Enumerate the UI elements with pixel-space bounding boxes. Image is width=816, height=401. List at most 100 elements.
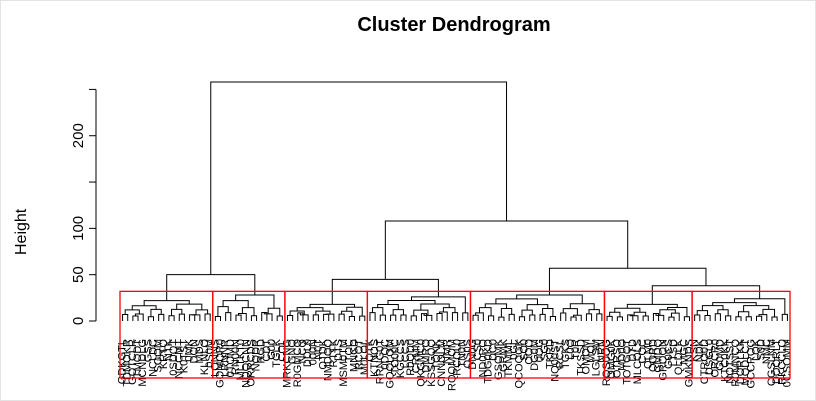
dendrogram-link [651,285,761,305]
leaf-label: 000N [307,339,319,365]
dendrogram-link [758,314,768,321]
leaf-label: RKCCLQ [776,339,788,385]
dendrogram-link [609,311,621,317]
dendrogram-link [147,316,154,321]
leaf-label: 0MK [184,338,196,361]
dendrogram-link [261,312,268,321]
dendrogram-link [668,316,675,321]
leaf-label: TQNK [431,338,443,369]
leaf-label: 0GL [508,339,520,360]
dendrogram-link [214,316,221,321]
leaf-label: TMODT [132,339,144,378]
leaf-label: DTD [627,339,639,362]
dendrogram-link [178,313,185,321]
dendrogram-link [451,312,459,321]
leaf-label: RCOT [354,339,366,370]
dendrogram-link [521,309,533,317]
leaf-label: G0MD [714,339,726,371]
leaf-label: CMDQ [653,339,665,373]
leaf-label: DOQRLT [771,339,783,384]
dendrogram-link [570,316,577,321]
y-tick-label: 0 [70,317,87,325]
leaf-label: 0SDQT [168,339,180,376]
dendrogram-link [439,311,448,321]
dendrogram-link [276,315,283,321]
leaf-label: R0GMCQ [292,339,304,388]
leaf-label: MLTKT0 [235,339,247,380]
leaf-label: OTRSO [611,339,623,379]
dendrogram-link [143,300,190,306]
leaf-label: QLM0 [642,339,654,369]
dendrogram-link [235,294,275,309]
dendrogram-link [659,309,676,316]
dendrogram-link [642,315,649,321]
leaf-label: DC0 [488,339,500,361]
leaf-label: NMR [441,339,453,364]
dendrogram-link [478,307,492,316]
dendrogram-link [484,303,508,309]
dendrogram-link [346,306,363,317]
leaf-label: RTTK [328,338,340,367]
leaf-label: MLCOLS [632,339,644,384]
dendrogram-link [743,305,770,312]
dendrogram-link [241,307,255,316]
dendrogram-link [150,308,162,317]
dendrogram-link [390,314,397,321]
leaf-label: R0QD0 [405,339,417,376]
leaf-label: TDG0KD [483,339,495,384]
leaf-label: SG0 [539,339,551,361]
leaf-label: NOTSST [725,339,737,384]
dendrogram-link [250,315,258,321]
dendrogram-link [372,307,384,316]
dendrogram-link [204,313,211,321]
dendrogram-link [217,306,229,317]
leaf-label: OMOM [580,339,592,374]
leaf-label: NQDR [251,339,263,371]
dendrogram-link [158,313,165,321]
leaf-label: MQDLCT [740,339,752,386]
leaf-label: L0O [565,339,577,360]
leaf-label: TKRD [544,339,556,369]
leaf-label: GRMK [498,338,510,372]
leaf-label: 0TOMD [225,339,237,377]
dendrogram-link [526,304,549,311]
leaf-label: TDMOKR [122,339,134,387]
dendrogram-link [222,300,249,308]
dendrogram-link [341,310,353,317]
leaf-label: MDS [194,339,206,363]
leaf-label: MNCD [349,339,361,372]
dendrogram-link [717,309,729,316]
dendrogram-link [359,315,366,321]
leaf-label: NQQCNN [240,339,252,388]
dendrogram-link [462,312,469,321]
dendrogram-link [626,303,678,309]
dendrogram-link [309,303,355,308]
leaf-label: CS0 [472,339,484,360]
dendrogram-link [297,312,304,321]
dendrogram-link [498,316,505,321]
leaf-label: NTK [163,338,175,361]
leaf-label: QKGMC0 [416,339,428,387]
leaf-label: KSSGQO [426,339,438,387]
leaf-label: GSOMK [493,338,505,380]
dendrogram-link [548,267,707,296]
leaf-label: S0D [756,339,768,360]
dendrogram-link [168,315,175,321]
leaf-label: TOTGQT [622,339,634,385]
leaf-label: GCCROG [745,339,757,389]
leaf-label: 0DQC [379,339,391,370]
leaf-label: TGKS [560,339,572,369]
leaf-label: LQK [751,338,763,361]
leaf-label: MGC [678,339,690,365]
leaf-label: QLDLK [673,338,685,375]
dendrogram-link [267,307,281,317]
dendrogram-link [338,313,345,321]
leaf-label: G00 [266,339,278,360]
dendrogram-link [500,307,513,318]
leaf-label: ORRCDS [245,339,257,387]
leaf-label: SO0 [519,339,531,361]
dendrogram-link [725,315,732,321]
leaf-label: SGQM [153,339,165,373]
dendrogram-link [210,81,508,275]
